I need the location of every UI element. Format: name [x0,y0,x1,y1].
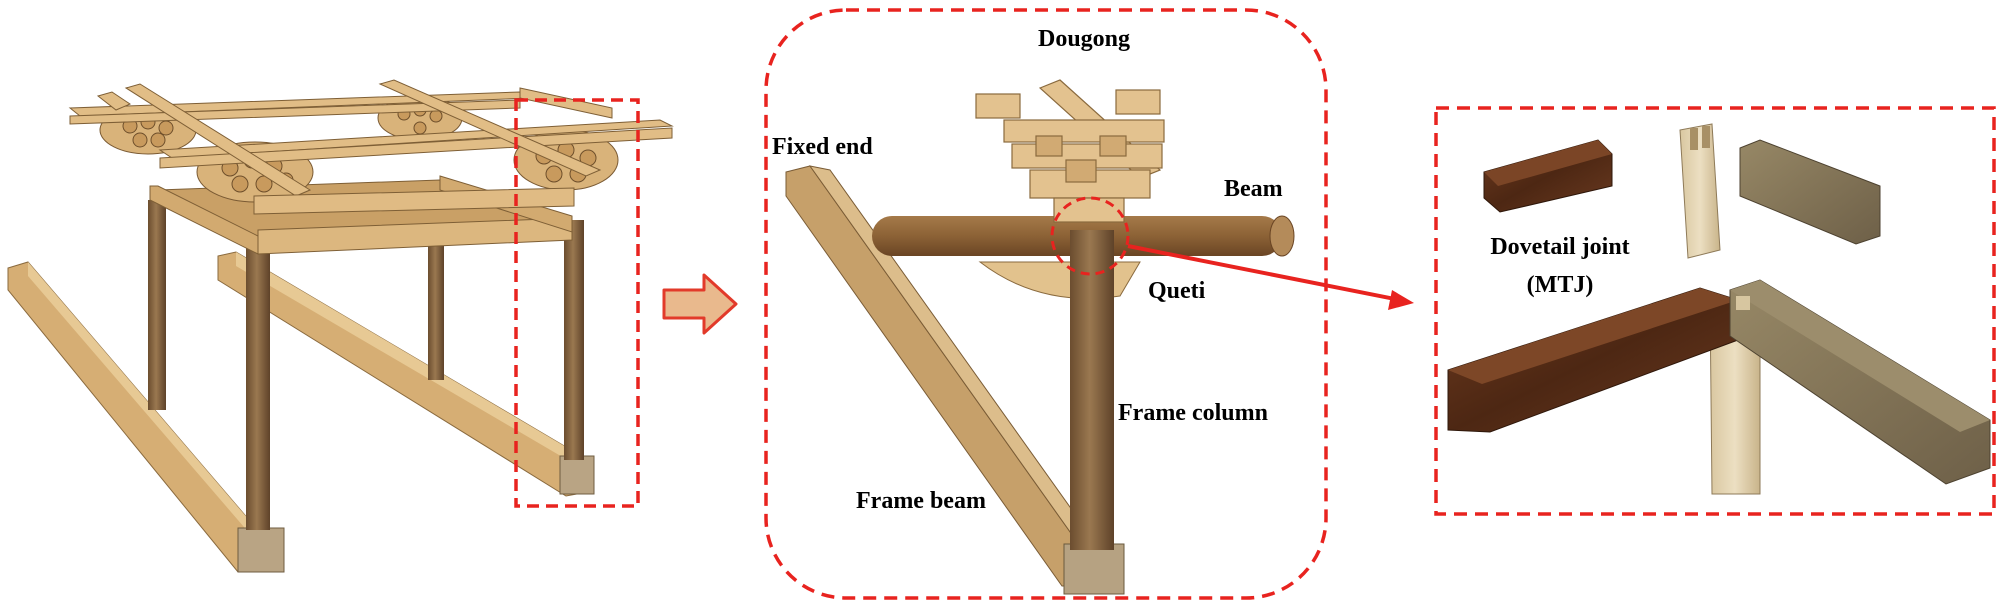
column-plinth [237,527,285,573]
label-queti: Queti [1148,278,1206,304]
olive-beam-part [1739,139,1881,245]
ground-beam-left [7,261,263,573]
frame-model-illustration [7,79,674,573]
frame-column [148,200,166,410]
dovetail-panel-frame [1434,106,1996,516]
right-arrow-icon [662,273,738,335]
label-dougong: Dougong [1038,26,1130,52]
joint-detail-model [785,79,1295,595]
dovetail-joint-model [1447,123,1991,495]
frame-column [564,220,584,460]
column-base-block [1063,543,1125,595]
ground-beam-right [217,251,589,497]
mortise-column-part [1679,123,1721,259]
frame-beam-upper [253,187,575,215]
queti-bracket [978,261,1141,299]
selection-box-side-frame [514,98,640,508]
label-fixed-end: Fixed end [772,134,873,160]
joint-highlight-circle [1050,196,1130,276]
label-dovetail-joint: Dovetail joint [1490,234,1629,260]
label-frame-beam: Frame beam [856,488,986,514]
roof-purlin-grid [68,79,674,197]
frame-column [1070,230,1114,550]
label-frame-column: Frame column [1118,400,1268,426]
label-beam: Beam [1224,176,1283,202]
dougong-bracket [975,79,1165,223]
column-plinth [559,455,595,495]
zoom-connector-arrow [1127,244,1414,310]
label-mtj: (MTJ) [1527,272,1594,298]
frame-column [246,238,270,530]
detail-panel-frame [764,8,1328,600]
